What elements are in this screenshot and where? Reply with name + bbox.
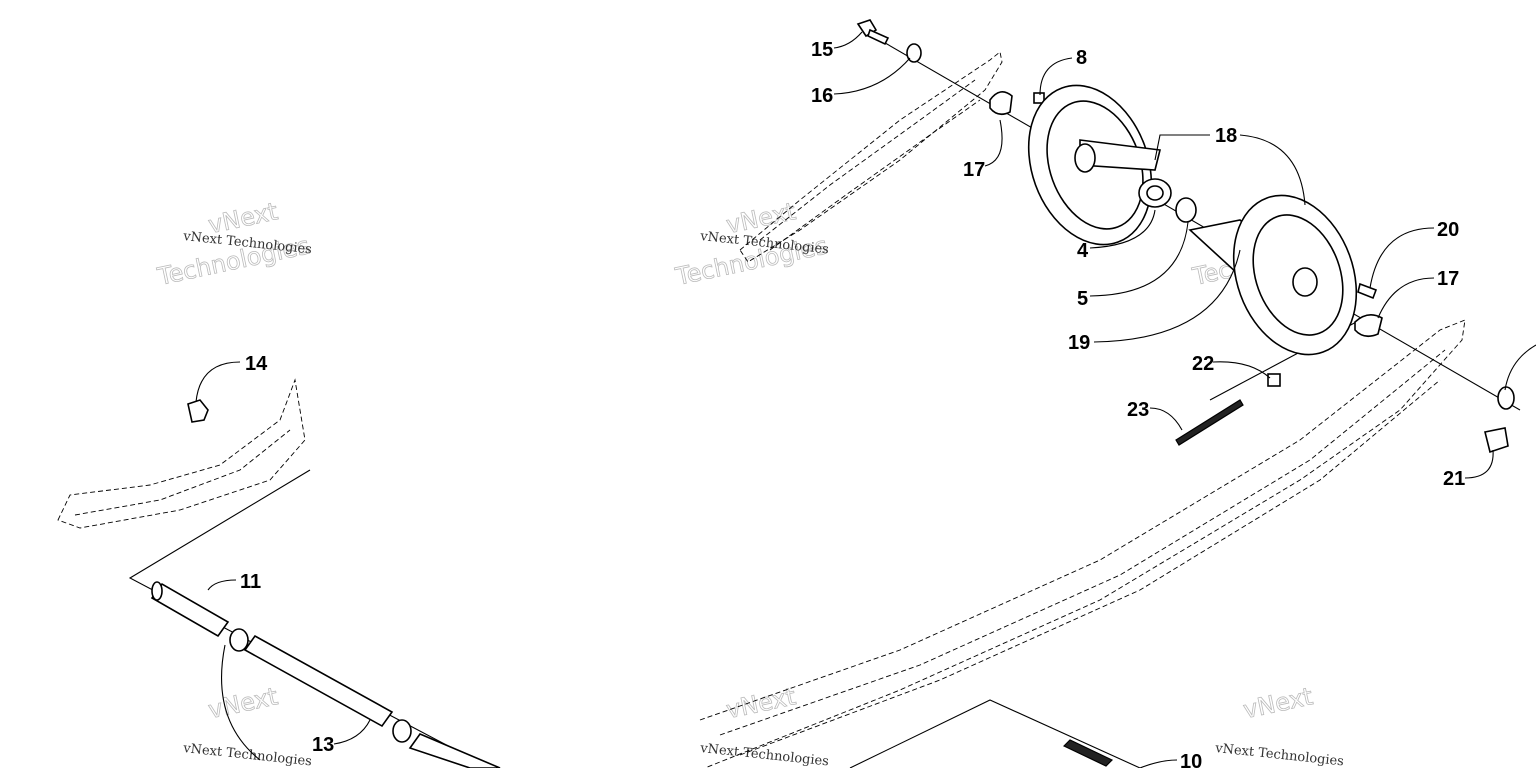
callout-17-upper: 17 <box>963 159 985 181</box>
callout-21: 21 <box>1443 468 1465 490</box>
part-cap-21 <box>1484 427 1509 454</box>
axle-lines <box>128 39 1521 768</box>
svg-text:vNext: vNext <box>724 682 798 724</box>
part-bushing-17-left <box>989 91 1013 116</box>
callout-20: 20 <box>1437 219 1459 241</box>
part-wheel-18-right <box>1232 194 1358 356</box>
watermark-4: vNext <box>205 682 280 725</box>
callout-4: 4 <box>1077 240 1089 262</box>
watermark-text-4: vNext Technologies <box>182 741 313 768</box>
rail-upper-left <box>739 51 1003 263</box>
part-spacer-22 <box>1267 373 1281 387</box>
callout-15: 15 <box>811 39 833 61</box>
part-bolt-20 <box>1357 282 1378 300</box>
watermark-text-6: vNext Technologies <box>1214 741 1345 768</box>
part-stud-10 <box>1062 739 1114 767</box>
leader-lines <box>195 31 1536 768</box>
svg-text:vNext: vNext <box>206 682 280 724</box>
part-bolt-15 <box>856 19 890 46</box>
part-tube-11 <box>150 581 249 652</box>
part-wheel-18 <box>1027 84 1161 246</box>
part-bushing-17-right <box>1354 314 1383 338</box>
callout-22: 22 <box>1192 353 1214 375</box>
callout-11: 11 <box>240 571 261 593</box>
callout-14: 14 <box>245 353 268 375</box>
svg-text:vNext: vNext <box>1241 682 1315 724</box>
callout-23: 23 <box>1127 399 1149 421</box>
callout-17-right: 17 <box>1437 268 1459 290</box>
part-nut-14 <box>187 399 209 423</box>
part-washer-16 <box>906 43 922 63</box>
callout-10: 10 <box>1180 751 1202 768</box>
part-ring-5 <box>1175 197 1197 223</box>
callout-18: 18 <box>1215 125 1237 147</box>
part-bearing-4 <box>1138 178 1172 208</box>
part-rod-23 <box>1175 399 1244 446</box>
part-washer-right <box>1497 386 1515 410</box>
watermark-6: vNext <box>1240 682 1315 725</box>
watermark-5: vNext <box>723 682 798 725</box>
callout-8: 8 <box>1076 47 1087 69</box>
rail-right-long <box>699 319 1466 768</box>
callout-5: 5 <box>1077 288 1088 310</box>
part-tube-13 <box>243 634 501 768</box>
part-nut-8 <box>1033 92 1045 104</box>
rail-left <box>57 378 306 529</box>
callout-13: 13 <box>312 734 334 756</box>
watermark-text-5: vNext Technologies <box>699 741 830 768</box>
callout-19: 19 <box>1068 332 1090 354</box>
callout-16: 16 <box>811 85 833 107</box>
